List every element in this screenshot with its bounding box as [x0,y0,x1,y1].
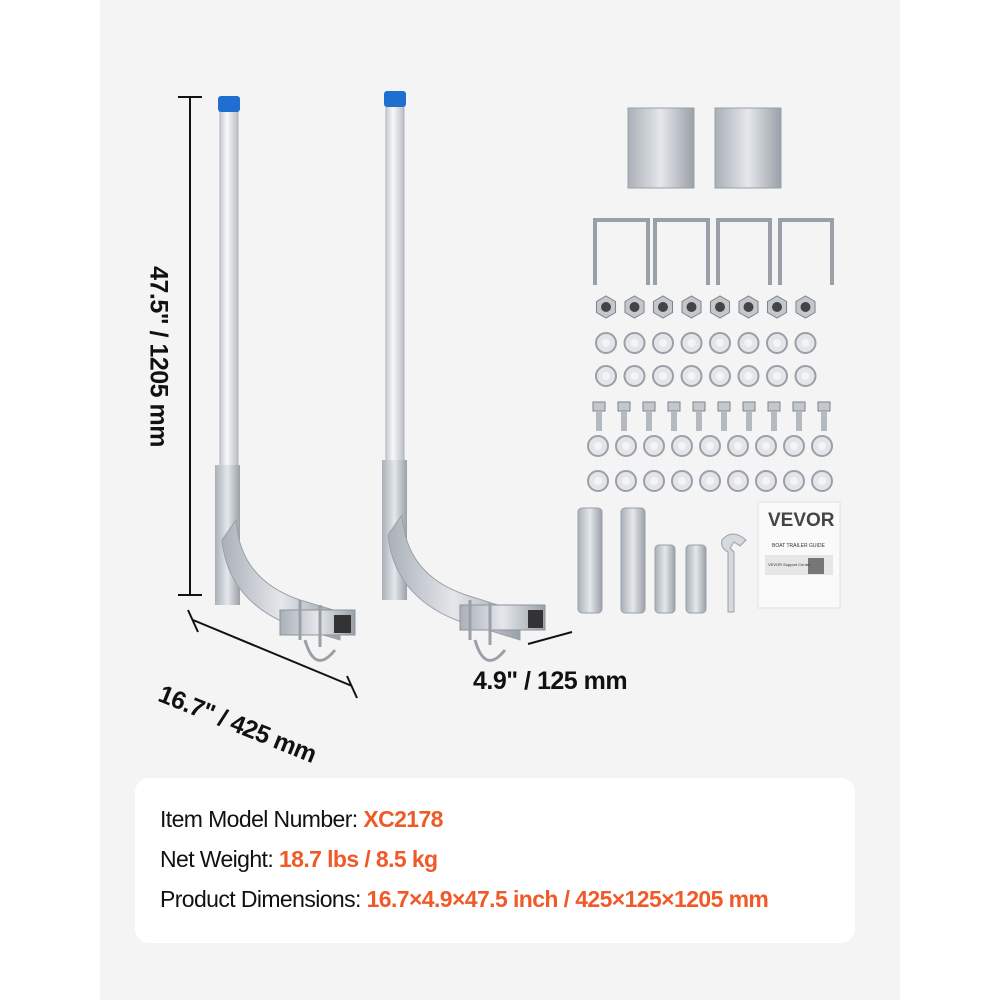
tube-connectors [577,507,707,614]
bolt-shank [771,411,777,431]
width-dimension-line [527,631,573,645]
spec-model: Item Model Number: XC2178 [160,806,443,833]
bolt-shank [621,411,627,431]
washer-hole [650,442,658,450]
washer-hole [790,477,798,485]
washer-hole [773,372,781,380]
washer-hole [687,372,696,380]
qr-code-icon [808,558,824,574]
spec-value: 18.7 lbs / 8.5 kg [278,846,438,872]
wrench-icon [721,533,747,613]
washer-hole [818,477,826,485]
nut-hole [743,302,754,312]
bolt-shank [671,411,677,431]
washer-hole [659,339,667,347]
washer-hole [678,442,686,450]
bolt-head [817,401,831,412]
washer-hole [801,339,810,347]
manual-brand: VEVOR [768,510,835,531]
nut-hole [658,302,668,312]
washer-hole [734,477,742,485]
spec-label: Item Model Number: [160,806,364,832]
manual-support: VEVOR Support Center [768,562,811,567]
washer-hole [716,339,724,347]
nut-hole [601,302,611,312]
pole-cap [218,96,240,112]
bolt-head [792,401,806,412]
nut-hole [715,302,725,312]
washer-hole [630,339,639,347]
bolt-shank [646,411,652,431]
spec-value: XC2178 [363,806,443,832]
nut-hole [629,302,640,312]
length-dimension-line [187,609,358,699]
height-dimension-label: 47.5" / 1205 mm [144,266,173,447]
bolt-shank [746,411,752,431]
nut-hole [772,302,782,312]
washer-hole [602,372,610,380]
washer-hole [687,339,696,347]
washer-hole [650,477,658,485]
bolt-head [592,401,606,412]
hardware-set [587,295,833,492]
mounting-brackets [627,107,782,189]
guide-pole-left [215,96,356,662]
bolt-head [767,401,781,412]
bolt-head [642,401,656,412]
washer-hole [659,372,667,380]
washer-hole [762,477,770,485]
washer-hole [706,442,714,450]
bolt-head [717,401,731,412]
bolt-shank [796,411,802,431]
bolt-shank [696,411,702,431]
washer-hole [801,372,810,380]
washer-hole [602,339,610,347]
width-dimension-label: 4.9" / 125 mm [473,667,628,695]
washer-hole [790,442,798,450]
manual-title: BOAT TRAILER GUIDE [772,543,825,549]
washer-hole [630,372,639,380]
pole-cap [384,91,406,107]
spec-label: Product Dimensions: [160,886,367,912]
washer-hole [744,372,753,380]
bolt-head [692,401,706,412]
u-bolts [593,218,834,285]
washer-hole [678,477,686,485]
spec-dimensions: Product Dimensions: 16.7×4.9×47.5 inch /… [160,886,769,913]
bolt-shank [596,411,602,431]
washer-hole [594,477,602,485]
washer-hole [622,477,630,485]
bolt-head [667,401,681,412]
washer-hole [818,442,826,450]
nut-hole [686,302,697,312]
washer-hole [762,442,770,450]
washer-hole [706,477,714,485]
guide-pole-right [382,91,546,662]
washer-hole [594,442,602,450]
spec-value: 16.7×4.9×47.5 inch / 425×125×1205 mm [366,886,769,912]
washer-hole [744,339,753,347]
nut-hole [800,302,811,312]
spec-label: Net Weight: [160,846,279,872]
bolt-head [617,401,631,412]
washer-hole [716,372,724,380]
washer-hole [773,339,781,347]
washer-hole [734,442,742,450]
bolt-shank [721,411,727,431]
bolt-head [742,401,756,412]
washer-hole [622,442,630,450]
spec-weight: Net Weight: 18.7 lbs / 8.5 kg [160,846,438,873]
bolt-shank [821,411,827,431]
height-dimension-line [178,96,202,596]
spec-card: Item Model Number: XC2178 Net Weight: 18… [135,778,855,943]
